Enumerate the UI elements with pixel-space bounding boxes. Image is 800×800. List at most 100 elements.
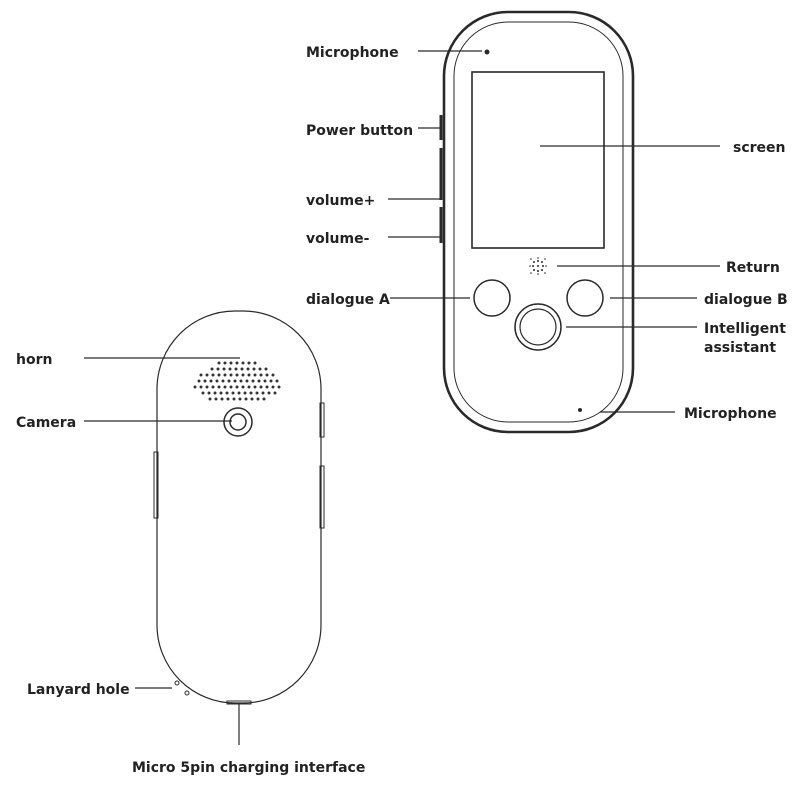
horn-grille-dot	[221, 379, 225, 383]
label-dialogue-a: dialogue A	[306, 292, 390, 308]
horn-grille-dot	[223, 385, 227, 389]
horn-grille-dot	[223, 361, 227, 365]
horn-grille-dot	[228, 367, 232, 371]
horn-grille-dot	[240, 367, 244, 371]
camera-ring	[223, 407, 253, 437]
horn-grille-dot	[247, 373, 251, 377]
horn-grille-dot	[247, 385, 251, 389]
top-microphone-dot	[484, 49, 490, 55]
horn-grille-dot	[235, 373, 239, 377]
camera-lens	[229, 413, 247, 431]
lanyard-hole-2	[184, 690, 190, 696]
horn-grille-dot	[229, 385, 233, 389]
horn-grille-dot	[241, 385, 245, 389]
back-side-button-lower	[319, 465, 325, 529]
horn-grille-dot	[199, 373, 203, 377]
horn-grille-dot	[244, 397, 248, 401]
back-side-button-upper	[319, 402, 325, 438]
horn-grille-dot	[262, 397, 266, 401]
horn-grille-dot	[261, 391, 265, 395]
back-view	[153, 310, 325, 705]
horn-grille-dot	[211, 373, 215, 377]
back-labels: horn Camera Lanyard hole Micro 5pin char…	[16, 352, 365, 776]
horn-grille-dot	[226, 397, 230, 401]
back-leader-lines	[84, 357, 240, 745]
horn-grille-dot	[233, 379, 237, 383]
horn-grille-dot	[253, 373, 257, 377]
label-power-button: Power button	[306, 123, 413, 139]
horn-grille-dot	[229, 361, 233, 365]
label-assistant-line1: Intelligent	[704, 321, 786, 337]
label-camera: Camera	[16, 415, 76, 431]
horn-grille-dot	[203, 379, 207, 383]
front-view	[439, 10, 635, 434]
horn-grille-dot	[222, 367, 226, 371]
back-side-slot-left	[153, 451, 159, 519]
horn-grille-dot	[211, 385, 215, 389]
horn-grille-dot	[227, 379, 231, 383]
horn-grille-dot	[234, 367, 238, 371]
horn-grille-dot	[235, 361, 239, 365]
horn-grille-dot	[217, 385, 221, 389]
dialogue-a-button	[473, 279, 511, 317]
horn-grille-dot	[205, 373, 209, 377]
horn-grille-dot	[229, 373, 233, 377]
horn-grille-dot	[275, 379, 279, 383]
horn-grille-dot	[256, 397, 260, 401]
horn-grille-dot	[238, 397, 242, 401]
horn-grille-dot	[253, 361, 257, 365]
horn-grille-dot	[271, 373, 275, 377]
horn-grille-dot	[259, 385, 263, 389]
horn-grille-dot	[264, 367, 268, 371]
horn-grille-dot	[201, 391, 205, 395]
horn-grille-dot	[246, 367, 250, 371]
label-screen: screen	[733, 140, 786, 156]
horn-grille-dot	[215, 379, 219, 383]
horn-grille-dot	[245, 379, 249, 383]
label-charging: Micro 5pin charging interface	[132, 760, 365, 776]
horn-grille-dot	[225, 391, 229, 395]
dialogue-b-button	[566, 279, 604, 317]
back-body	[156, 310, 322, 704]
label-horn: horn	[16, 352, 52, 368]
horn-grille-dot	[257, 379, 261, 383]
horn-grille-dot	[247, 361, 251, 365]
horn-grille-dot	[277, 385, 281, 389]
horn-grille-dot	[250, 397, 254, 401]
screen	[471, 71, 605, 249]
assistant-button-outer	[514, 303, 562, 351]
horn-grille-dot	[219, 391, 223, 395]
horn-grille-dot	[205, 385, 209, 389]
front-body-outer	[442, 10, 635, 434]
horn-grille-dot	[216, 367, 220, 371]
horn-grille-dot	[251, 379, 255, 383]
horn-grille-dot	[258, 367, 262, 371]
horn-grille-dot	[210, 367, 214, 371]
horn-grille-dot	[217, 373, 221, 377]
lanyard-hole-1	[174, 680, 180, 686]
horn-grille-dot	[259, 373, 263, 377]
horn-grille-dot	[243, 391, 247, 395]
horn-grille-dot	[267, 391, 271, 395]
horn-grille-dot	[208, 397, 212, 401]
horn-grille-dot	[209, 379, 213, 383]
horn-grille-dot	[197, 379, 201, 383]
horn-grille	[193, 361, 281, 401]
assistant-button-inner	[519, 308, 557, 346]
horn-grille-dot	[271, 385, 275, 389]
horn-grille-dot	[241, 361, 245, 365]
horn-grille-dot	[214, 397, 218, 401]
return-button	[529, 257, 547, 275]
horn-grille-dot	[207, 391, 211, 395]
horn-grille-dot	[241, 373, 245, 377]
horn-grille-dot	[265, 385, 269, 389]
label-volume-down: volume-	[306, 231, 370, 247]
bottom-microphone-dot	[578, 408, 582, 412]
horn-grille-dot	[217, 361, 221, 365]
horn-grille-dot	[239, 379, 243, 383]
label-lanyard-hole: Lanyard hole	[27, 682, 130, 698]
horn-grille-dot	[231, 391, 235, 395]
horn-grille-dot	[265, 373, 269, 377]
front-labels: Microphone Power button volume+ volume- …	[306, 45, 788, 422]
label-volume-up: volume+	[306, 193, 375, 209]
